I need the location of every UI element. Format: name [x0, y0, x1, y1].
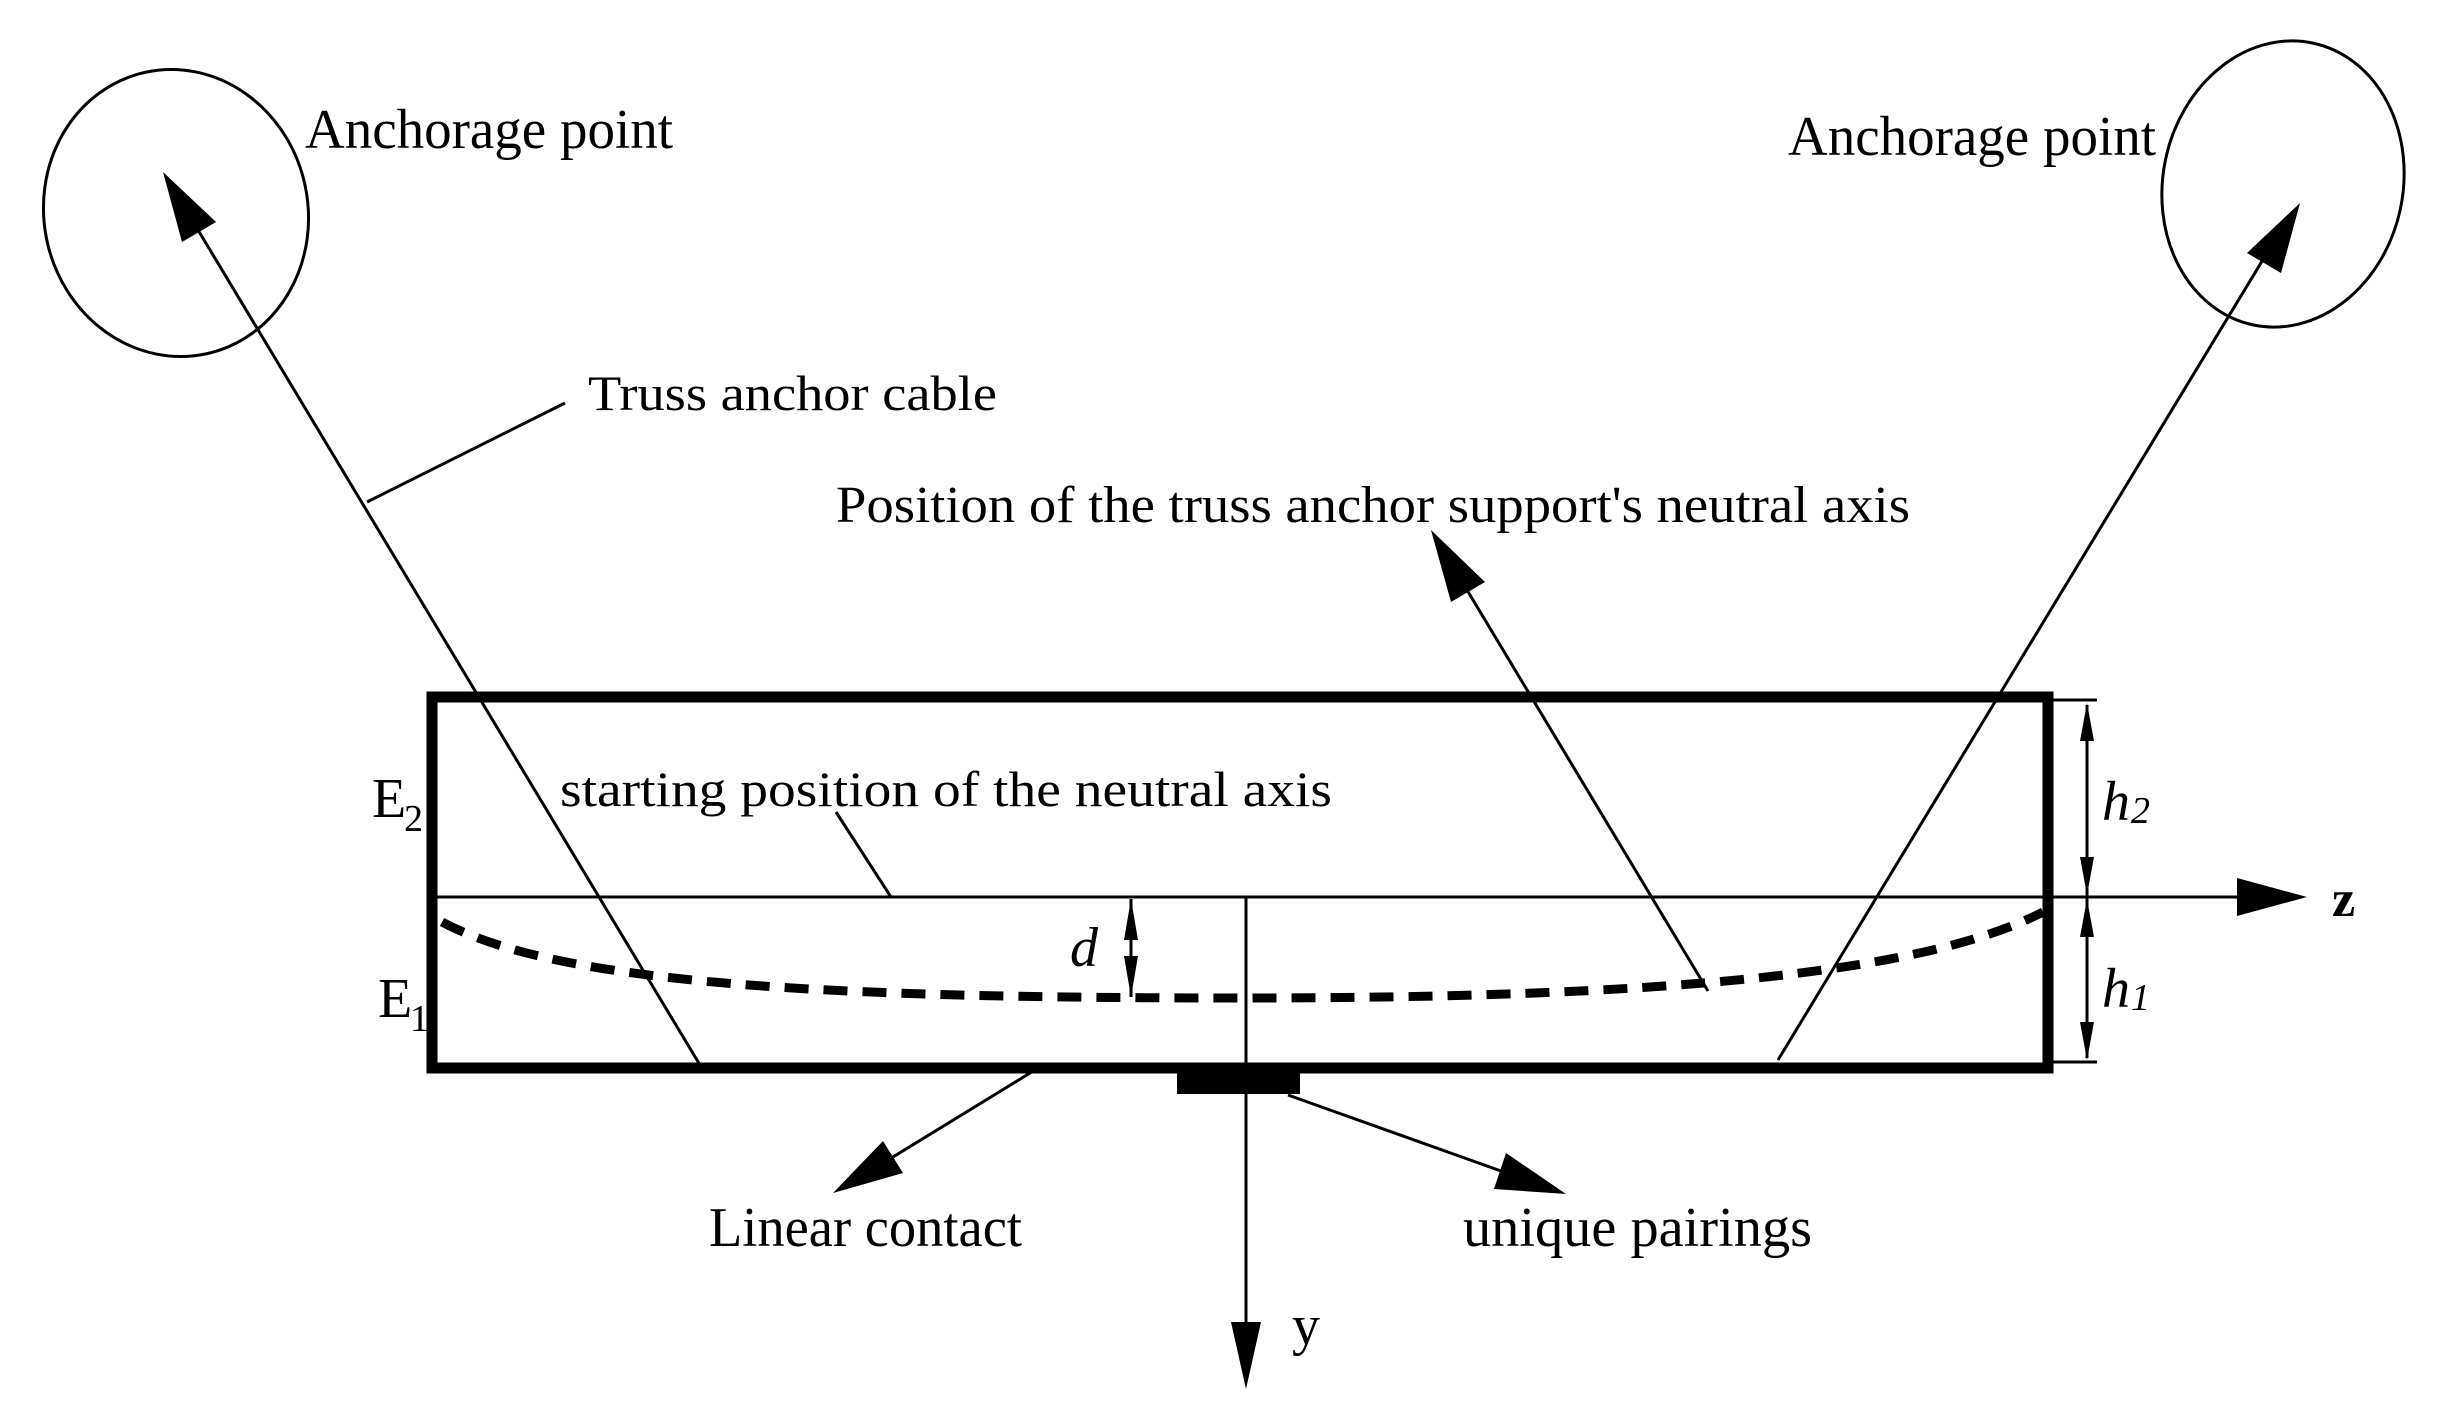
e2-label-base: E: [372, 768, 406, 830]
left-anchor-cable-line: [190, 219, 702, 1066]
z-axis-label: z: [2332, 871, 2355, 928]
position-annotation-line: [1456, 574, 1710, 992]
h1-label-base: h: [2102, 958, 2130, 1020]
y-axis-arrowhead-icon: [1231, 1322, 1261, 1389]
starting-position-label: starting position of the neutral axis: [560, 761, 1332, 817]
h1-label-sub: 1: [2131, 977, 2150, 1019]
linear-contact-label: Linear contact: [709, 1197, 1022, 1259]
h2-arrow-down-icon: [2080, 857, 2094, 895]
linear-contact-arrowhead-icon: [833, 1141, 903, 1193]
h2-arrow-up-icon: [2080, 703, 2094, 741]
anchorage-point-right-label: Anchorage point: [1788, 106, 2156, 168]
h2-label-base: h: [2102, 771, 2130, 833]
truss-cable-label: Truss anchor cable: [588, 365, 997, 421]
y-axis-label: y: [1292, 1295, 1320, 1357]
z-axis-arrowhead-icon: [2237, 878, 2307, 916]
h2-label-sub: 2: [2131, 790, 2150, 832]
truss-cable-leader: [366, 401, 566, 504]
e1-label-sub: 1: [410, 998, 429, 1040]
starting-position-leader: [834, 811, 893, 898]
deflected-neutral-axis-curve: [439, 907, 2046, 1003]
anchorage-left-ellipse: [41, 67, 311, 359]
e1-label-base: E: [378, 968, 412, 1030]
right-cable-arrowhead-icon: [2247, 203, 2300, 273]
unique-pairings-label: unique pairings: [1463, 1197, 1812, 1259]
e2-label-sub: 2: [404, 798, 423, 840]
anchorage-right-ellipse: [2160, 39, 2406, 329]
anchorage-point-left-label: Anchorage point: [305, 99, 673, 161]
unique-pairings-arrowhead-icon: [1494, 1153, 1566, 1194]
h1-arrow-down-icon: [2080, 1022, 2094, 1060]
right-anchor-cable-line: [1776, 214, 2292, 1061]
d-dimension-arrow-down-icon: [1124, 956, 1138, 997]
linear-contact-line: [874, 1068, 1036, 1170]
deflection-label: d: [1070, 917, 1099, 979]
left-cable-arrowhead-icon: [163, 172, 216, 242]
h1-arrow-up-icon: [2080, 899, 2094, 937]
position-neutral-axis-label: Position of the truss anchor support's n…: [836, 477, 1910, 534]
position-arrowhead-icon: [1431, 530, 1485, 602]
d-dimension-arrow-up-icon: [1124, 899, 1138, 940]
contact-pad: [1177, 1066, 1300, 1094]
unique-pairings-line: [1287, 1093, 1516, 1178]
